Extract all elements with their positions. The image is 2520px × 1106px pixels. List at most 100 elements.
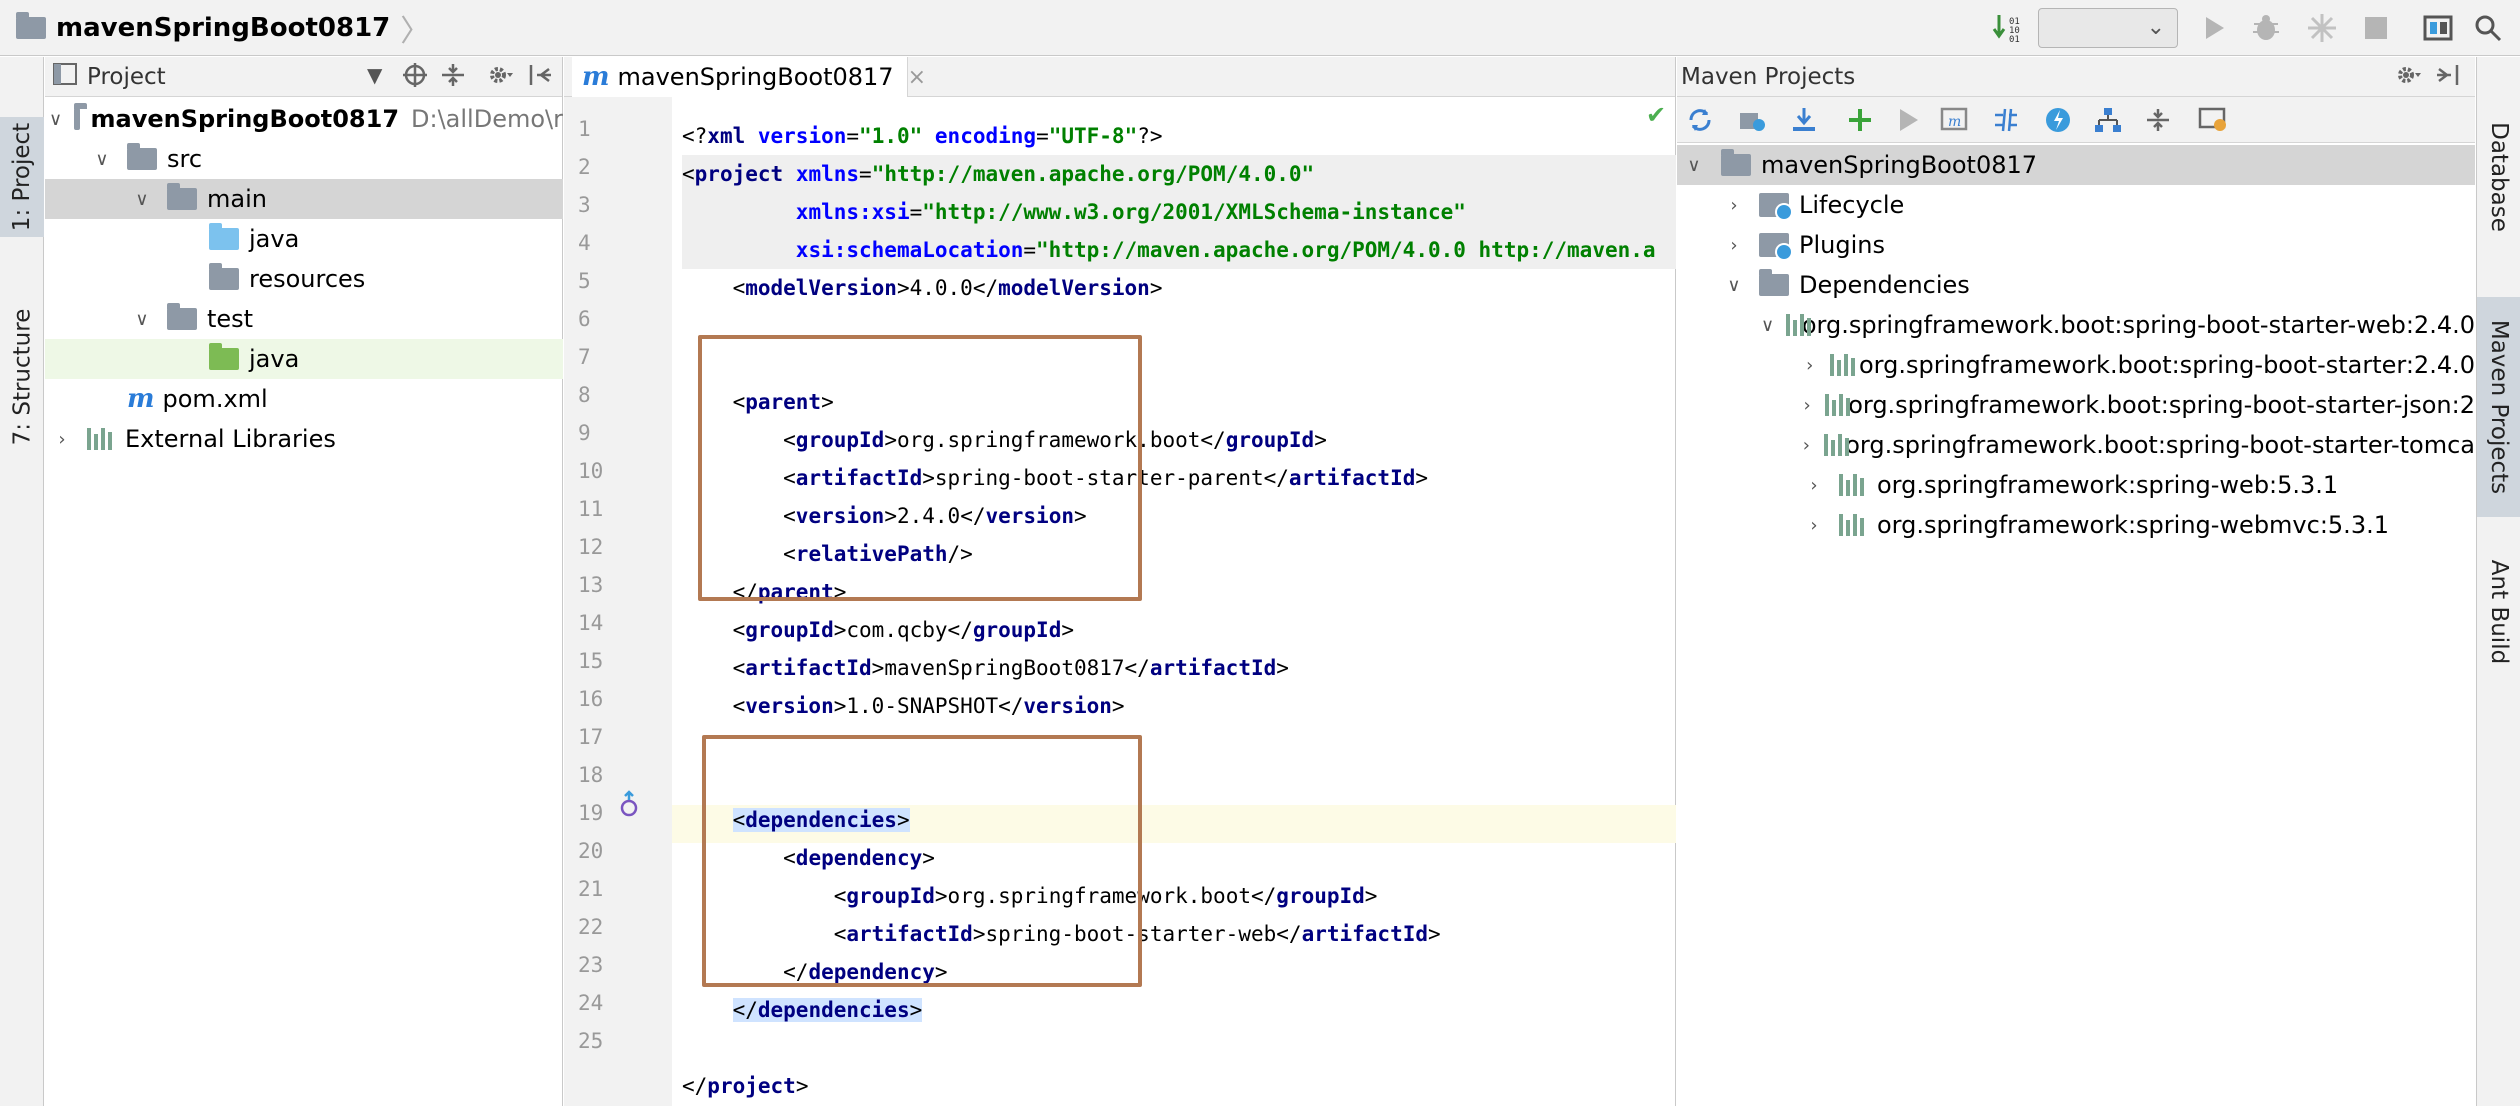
generate-sources-icon[interactable]	[1735, 103, 1769, 137]
code-line-12[interactable]: <relativePath/>	[682, 542, 973, 566]
maven-tree-dependency[interactable]: › org.springframework.boot:spring-boot-s…	[1677, 385, 2475, 425]
gear-icon[interactable]	[2393, 61, 2423, 95]
search-everywhere-icon[interactable]	[2470, 10, 2506, 46]
stop-icon[interactable]	[2358, 10, 2394, 46]
code-token: parent	[745, 390, 822, 414]
code-token: version	[745, 694, 834, 718]
gear-icon[interactable]	[485, 61, 515, 95]
code-line-15[interactable]: <artifactId>mavenSpringBoot0817</artifac…	[682, 656, 1289, 680]
chevron-right-icon[interactable]: ›	[1730, 194, 1738, 216]
chevron-right-icon[interactable]: ›	[1810, 474, 1818, 496]
chevron-down-icon[interactable]: ∨	[135, 308, 149, 330]
maven-tree-dependencies[interactable]: ∨ Dependencies	[1677, 265, 2475, 305]
project-structure-icon[interactable]	[2420, 10, 2456, 46]
line-number: 15	[578, 649, 604, 673]
chevron-right-icon: 〉	[400, 14, 431, 49]
run-gutter-icon[interactable]	[618, 790, 640, 824]
chevron-down-icon[interactable]: ∨	[135, 188, 149, 210]
breadcrumb-project[interactable]: mavenSpringBoot0817	[56, 13, 391, 43]
maven-tree-plugins[interactable]: › Plugins	[1677, 225, 2475, 265]
tree-item-main[interactable]: ∨ main	[45, 179, 563, 219]
line-number: 16	[578, 687, 604, 711]
code-line-14[interactable]: <groupId>com.qcby</groupId>	[682, 618, 1075, 642]
run-maven-build-icon[interactable]	[1891, 103, 1925, 137]
chevron-right-icon[interactable]: ›	[1803, 394, 1811, 416]
maven-tree-root[interactable]: ∨ mavenSpringBoot0817	[1677, 145, 2475, 185]
code-line-5[interactable]: <modelVersion>4.0.0</modelVersion>	[682, 276, 1163, 300]
code-line-9[interactable]: <groupId>org.springframework.boot</group…	[682, 428, 1327, 452]
chevron-down-icon[interactable]: ∨	[1761, 314, 1775, 336]
tree-item-test[interactable]: ∨ test	[45, 299, 563, 339]
code-line-16[interactable]: <version>1.0-SNAPSHOT</version>	[682, 694, 1125, 718]
maven-tree-dependency[interactable]: › org.springframework:spring-web:5.3.1	[1677, 465, 2475, 505]
collapse-all-icon[interactable]	[2141, 103, 2175, 137]
maven-tree-dependency[interactable]: › org.springframework.boot:spring-boot-s…	[1677, 345, 2475, 385]
chevron-right-icon[interactable]: ›	[58, 428, 66, 450]
tree-item-pom[interactable]: m pom.xml	[45, 379, 563, 419]
chevron-down-icon[interactable]: ∨	[1687, 154, 1701, 176]
chevron-right-icon[interactable]: ›	[1730, 234, 1738, 256]
tab-ant-build[interactable]: Ant Build	[2477, 537, 2520, 687]
tab-pom[interactable]: m mavenSpringBoot0817 ×	[572, 57, 926, 97]
tree-item-root[interactable]: ∨ mavenSpringBoot0817 D:\allDemo\r	[45, 99, 563, 139]
code-line-3[interactable]: xmlns:xsi="http://www.w3.org/2001/XMLSch…	[682, 193, 1676, 231]
code-line-21[interactable]: <artifactId>spring-boot-starter-web</art…	[682, 922, 1441, 946]
code-line-19[interactable]: <dependency>	[682, 846, 935, 870]
code-token: <	[682, 162, 695, 186]
tab-database[interactable]: Database	[2477, 87, 2520, 267]
project-panel-title[interactable]: Project	[87, 63, 166, 90]
tree-item-main-java[interactable]: java	[45, 219, 563, 259]
close-icon[interactable]: ×	[907, 64, 926, 90]
tree-item-resources[interactable]: resources	[45, 259, 563, 299]
maven-tree-dependency[interactable]: › org.springframework:spring-webmvc:5.3.…	[1677, 505, 2475, 545]
add-icon[interactable]	[1843, 103, 1877, 137]
run-configuration-select[interactable]: ⌄	[2038, 8, 2178, 48]
maven-tree-dependency[interactable]: › org.springframework.boot:spring-boot-s…	[1677, 425, 2475, 465]
code-line-18[interactable]: <dependencies>	[732, 808, 910, 832]
reimport-icon[interactable]	[1683, 103, 1717, 137]
chevron-right-icon[interactable]: ›	[1810, 514, 1818, 536]
coverage-icon[interactable]	[2304, 10, 2340, 46]
chevron-down-icon[interactable]: ∨	[1727, 274, 1741, 296]
tree-item-src[interactable]: ∨ src	[45, 139, 563, 179]
code-line-23[interactable]: </dependencies>	[732, 998, 923, 1022]
code-line-1[interactable]: <?xml version="1.0" encoding="UTF-8"?>	[682, 117, 1163, 155]
code-line-2[interactable]: <project xmlns="http://maven.apache.org/…	[682, 155, 1676, 193]
code-line-8[interactable]: <parent>	[682, 390, 834, 414]
tab-structure[interactable]: 7: Structure	[0, 287, 44, 467]
collapse-all-icon[interactable]	[439, 61, 467, 95]
chevron-right-icon[interactable]: ›	[1802, 434, 1810, 456]
code-line-25[interactable]: </project>	[682, 1074, 809, 1098]
code-line-20[interactable]: <groupId>org.springframework.boot</group…	[682, 884, 1378, 908]
chevron-right-icon[interactable]: ›	[1806, 354, 1814, 376]
debug-icon[interactable]	[2248, 10, 2284, 46]
code-line-4[interactable]: xsi:schemaLocation="http://maven.apache.…	[682, 231, 1676, 269]
chevron-down-icon[interactable]: ∨	[95, 148, 109, 170]
tab-maven-projects[interactable]: Maven Projects	[2477, 297, 2520, 517]
code-token: artifactId	[1288, 466, 1416, 490]
toggle-offline-icon[interactable]	[1989, 103, 2023, 137]
tab-project[interactable]: 1: Project	[0, 117, 44, 237]
code-token: version	[1023, 694, 1112, 718]
maven-settings-icon[interactable]	[2197, 103, 2231, 137]
tree-item-label: java	[249, 225, 300, 253]
show-dependencies-icon[interactable]	[2091, 103, 2125, 137]
chevron-down-icon[interactable]: ∨	[49, 108, 63, 130]
maven-tree-dependency[interactable]: ∨ org.springframework.boot:spring-boot-s…	[1677, 305, 2475, 345]
hide-panel-icon[interactable]	[2433, 61, 2461, 95]
code-line-11[interactable]: <version>2.4.0</version>	[682, 504, 1087, 528]
skip-tests-icon[interactable]	[2041, 103, 2075, 137]
locate-icon[interactable]	[401, 61, 429, 95]
tree-item-test-java[interactable]: java	[45, 339, 563, 379]
code-line-10[interactable]: <artifactId>spring-boot-starter-parent</…	[682, 466, 1429, 490]
maven-tree-lifecycle[interactable]: › Lifecycle	[1677, 185, 2475, 225]
execute-goal-icon[interactable]: m	[1939, 103, 1973, 137]
hide-panel-icon[interactable]	[527, 61, 555, 95]
run-icon[interactable]	[2196, 10, 2232, 46]
breadcrumb[interactable]: mavenSpringBoot0817 〉	[16, 6, 430, 50]
code-line-22[interactable]: </dependency>	[682, 960, 948, 984]
tree-item-external-libraries[interactable]: › External Libraries	[45, 419, 563, 459]
download-icon[interactable]	[1787, 103, 1821, 137]
view-dropdown-icon[interactable]: ▼	[367, 63, 383, 87]
